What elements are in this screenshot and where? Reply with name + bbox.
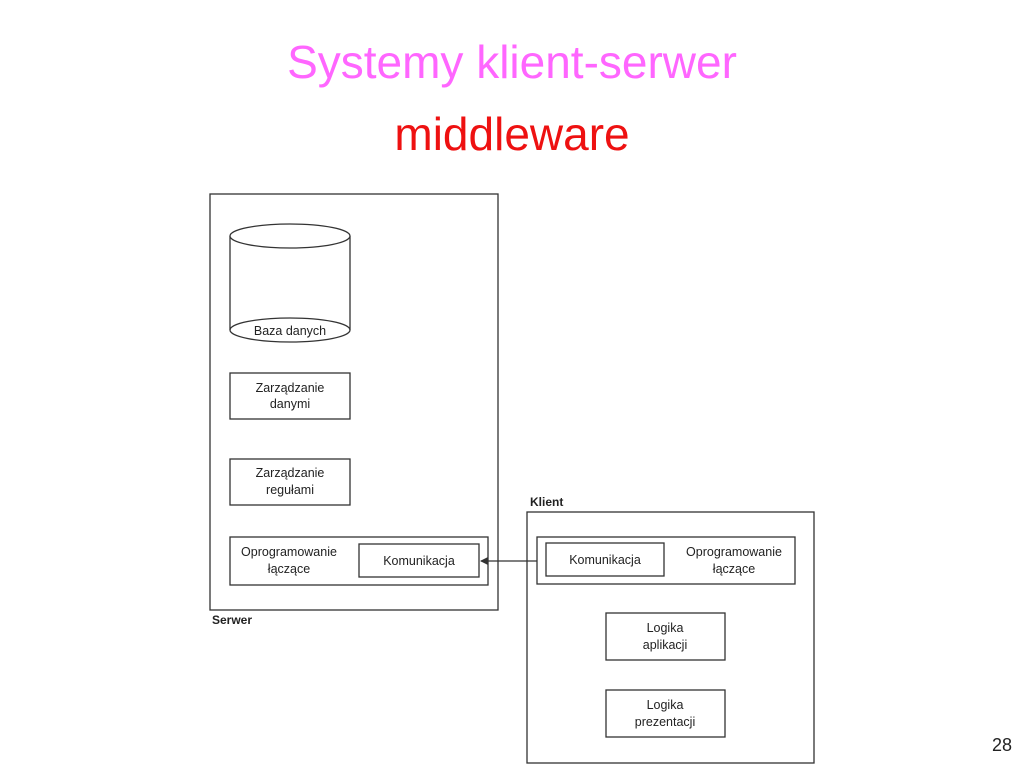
app-logic-label-line2: aplikacji [643,638,687,652]
database-top [229,223,351,249]
slide-subtitle: middleware [394,108,630,160]
data-management-label-line2: danymi [270,397,310,411]
app-logic-box: Logika aplikacji [605,612,726,661]
database-body [229,236,351,343]
client-frame [526,511,815,764]
server-middleware-label-line2: łączące [268,562,310,576]
database-cylinder: Baza danych [229,223,351,343]
server-communication-label: Komunikacja [383,554,455,568]
client-group: Klient Komunikacja Oprogramowanie łącząc… [526,495,815,764]
client-middleware-label-line2: łączące [713,562,755,576]
data-management-box: Zarządzanie danymi [229,372,351,420]
page-number: 28 [991,735,1012,755]
rules-management-box: Zarządzanie regułami [229,458,351,506]
client-middleware-box: Komunikacja Oprogramowanie łączące [536,536,796,585]
client-communication-box [545,542,665,577]
server-group: Serwer Baza danych Zarządzanie danymi Za… [209,193,499,627]
database-label: Baza danych [254,324,326,338]
server-communication-box [358,543,480,578]
presentation-logic-label-line1: Logika [647,698,684,712]
server-frame [209,193,499,611]
client-caption: Klient [530,495,563,509]
presentation-logic-label-line2: prezentacji [635,715,695,729]
server-middleware-label-line1: Oprogramowanie [241,545,337,559]
client-communication-label: Komunikacja [569,553,641,567]
slide-title: Systemy klient-serwer [287,36,737,88]
rules-management-label-line1: Zarządzanie [256,466,325,480]
data-management-label-line1: Zarządzanie [256,381,325,395]
app-logic-label-line1: Logika [647,621,684,635]
database-label-arc [229,317,351,331]
presentation-logic-box: Logika prezentacji [605,689,726,738]
server-caption: Serwer [212,613,252,627]
server-middleware-box: Oprogramowanie łączące Komunikacja [229,536,489,586]
client-middleware-label-line1: Oprogramowanie [686,545,782,559]
rules-management-label-line2: regułami [266,483,314,497]
